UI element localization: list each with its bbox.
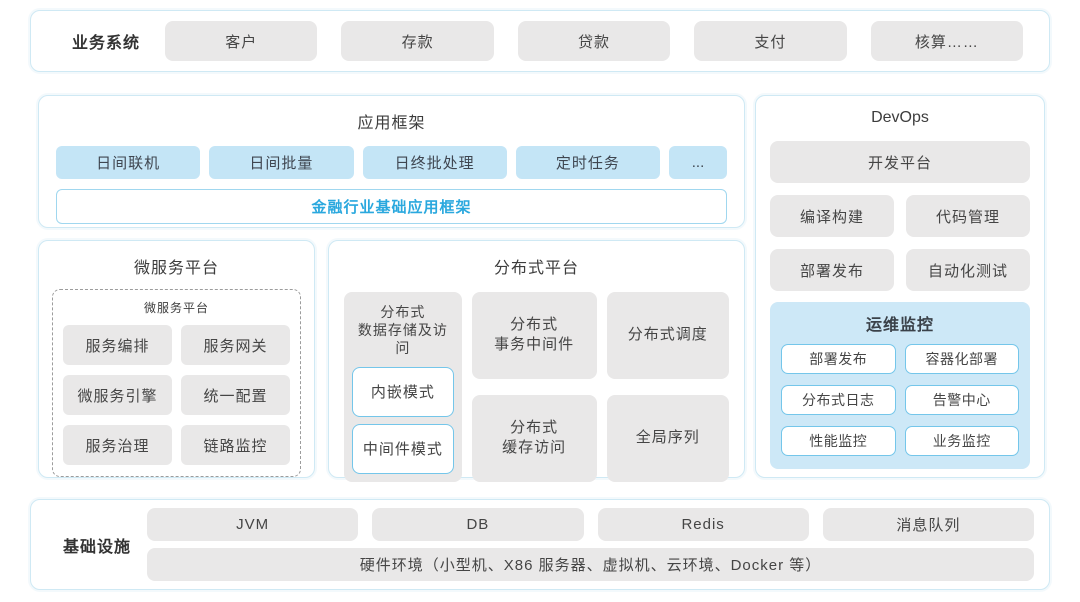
ops-monitoring-items: 部署发布 容器化部署 分布式日志 告警中心 性能监控 业务监控: [781, 344, 1019, 456]
microservice-items: 服务编排 服务网关 微服务引擎 统一配置 服务治理 链路监控: [63, 325, 290, 465]
dist-item-cache-access: 分布式 缓存访问: [471, 394, 597, 482]
distributed-storage-box: 分布式 数据存储及访问 内嵌模式 中间件模式: [344, 292, 462, 482]
distributed-platform-title: 分布式平台: [493, 260, 579, 277]
infrastructure-label: 基础设施: [62, 538, 131, 556]
ops-item-alert-center: 告警中心: [904, 385, 1019, 415]
micro-item-unified-config: 统一配置: [181, 375, 290, 415]
dist-item-global-sequence: 全局序列: [606, 394, 729, 482]
business-systems-section: 业务系统 客户 存款 贷款 支付 核算……: [30, 10, 1050, 72]
micro-item-gateway: 服务网关: [181, 325, 290, 365]
infra-item-redis: Redis: [597, 508, 809, 541]
storage-mode-embedded: 内嵌模式: [352, 366, 454, 417]
ops-monitoring-panel: 运维监控 部署发布 容器化部署 分布式日志 告警中心 性能监控 业务监控: [770, 302, 1030, 469]
devops-items: 编译构建 代码管理 部署发布 自动化测试: [770, 195, 1030, 291]
infrastructure-section: 基础设施 JVM DB Redis 消息队列 硬件环境（小型机、X86 服务器、…: [30, 499, 1050, 590]
devops-title: DevOps: [871, 109, 929, 126]
app-item-eod-batch: 日终批处理: [362, 146, 507, 179]
devops-dev-platform: 开发平台: [770, 141, 1030, 183]
distributed-right-column: 分布式调度 全局序列: [606, 292, 729, 482]
devops-item-build: 编译构建: [770, 195, 894, 237]
ops-item-performance-monitor: 性能监控: [781, 426, 896, 456]
app-framework-items: 日间联机 日间批量 日终批处理 定时任务 ...: [56, 146, 727, 179]
microservice-platform-title: 微服务平台: [133, 260, 219, 277]
business-item-loan: 贷款: [517, 21, 671, 61]
micro-item-engine: 微服务引擎: [63, 375, 172, 415]
distributed-middle-column: 分布式 事务中间件 分布式 缓存访问: [471, 292, 597, 482]
app-item-scheduled-task: 定时任务: [515, 146, 660, 179]
distributed-platform-section: 分布式平台 分布式 数据存储及访问 内嵌模式 中间件模式 分布式 事务中间件 分…: [328, 240, 745, 482]
app-framework-title: 应用框架: [357, 115, 426, 132]
infrastructure-items: JVM DB Redis 消息队列: [147, 508, 1034, 541]
ops-item-business-monitor: 业务监控: [904, 426, 1019, 456]
finance-base-framework: 金融行业基础应用框架: [56, 189, 727, 224]
business-item-customer: 客户: [165, 21, 318, 61]
business-systems-items: 客户 存款 贷款 支付 核算……: [165, 21, 1024, 61]
micro-item-governance: 服务治理: [63, 425, 172, 465]
app-framework-section: 应用框架 日间联机 日间批量 日终批处理 定时任务 ... 金融行业基础应用框架: [38, 95, 745, 228]
microservice-inner-title: 微服务平台: [143, 301, 209, 315]
business-item-accounting: 核算……: [870, 21, 1024, 61]
devops-item-auto-test: 自动化测试: [906, 249, 1030, 291]
infra-item-jvm: JVM: [147, 508, 359, 541]
micro-item-trace-monitor: 链路监控: [181, 425, 290, 465]
infra-item-message-queue: 消息队列: [822, 508, 1034, 541]
ops-monitoring-title: 运维监控: [865, 317, 934, 334]
dist-item-transaction-middleware: 分布式 事务中间件: [471, 292, 597, 379]
micro-item-orchestration: 服务编排: [63, 325, 172, 365]
infrastructure-content: JVM DB Redis 消息队列 硬件环境（小型机、X86 服务器、虚拟机、云…: [147, 508, 1034, 581]
distributed-storage-title: 分布式 数据存储及访问: [357, 304, 448, 357]
distributed-platform-grid: 分布式 数据存储及访问 内嵌模式 中间件模式 分布式 事务中间件 分布式 缓存访…: [344, 292, 729, 482]
app-item-daytime-online: 日间联机: [56, 146, 201, 179]
dist-item-scheduling: 分布式调度: [606, 292, 729, 379]
business-systems-label: 业务系统: [71, 35, 140, 52]
app-item-more: ...: [669, 146, 727, 179]
hardware-environment: 硬件环境（小型机、X86 服务器、虚拟机、云环境、Docker 等）: [147, 548, 1034, 581]
devops-item-code-mgmt: 代码管理: [906, 195, 1030, 237]
infra-item-db: DB: [372, 508, 584, 541]
devops-item-deploy-release: 部署发布: [770, 249, 894, 291]
microservice-inner-container: 微服务平台 服务编排 服务网关 微服务引擎 统一配置 服务治理 链路监控: [52, 289, 301, 477]
ops-item-deploy-release: 部署发布: [781, 344, 896, 374]
ops-item-distributed-log: 分布式日志: [781, 385, 896, 415]
devops-section: DevOps 开发平台 编译构建 代码管理 部署发布 自动化测试 运维监控 部署…: [755, 95, 1045, 478]
app-item-daytime-batch: 日间批量: [209, 146, 354, 179]
business-item-deposit: 存款: [341, 21, 494, 61]
storage-mode-middleware: 中间件模式: [352, 423, 454, 474]
ops-item-container-deploy: 容器化部署: [904, 344, 1019, 374]
microservice-platform-section: 微服务平台 微服务平台 服务编排 服务网关 微服务引擎 统一配置 服务治理 链路…: [38, 240, 315, 478]
business-item-payment: 支付: [694, 21, 847, 61]
